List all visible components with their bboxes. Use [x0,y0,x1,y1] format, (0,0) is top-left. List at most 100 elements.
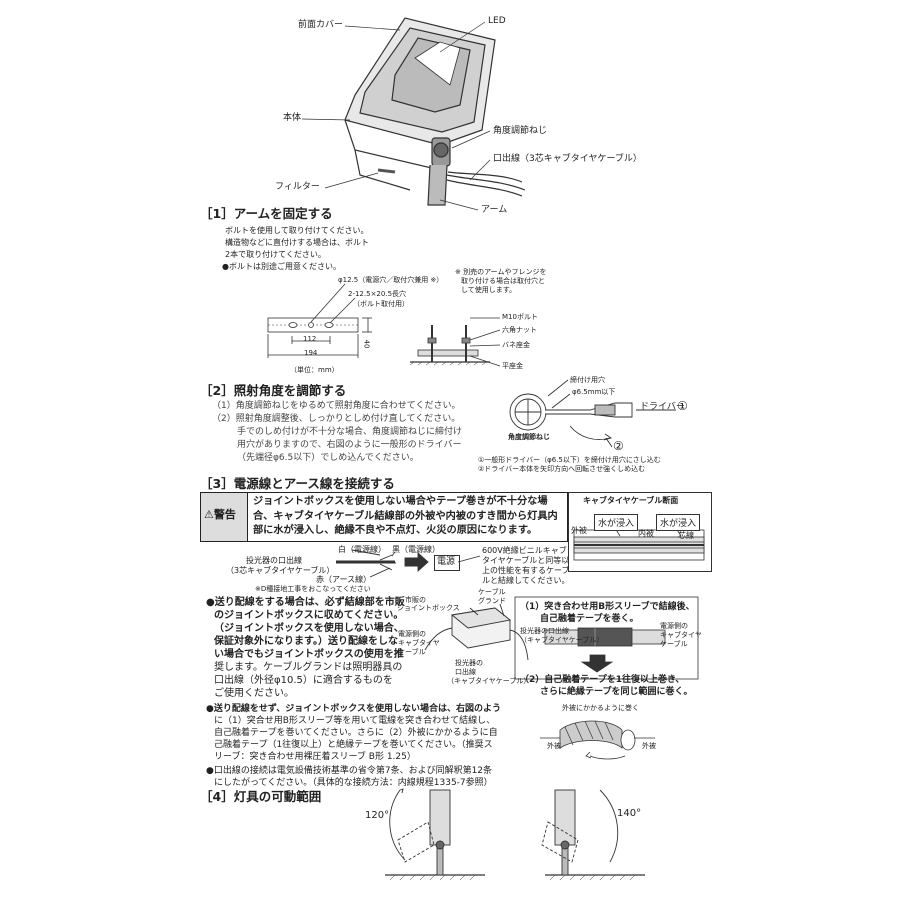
dim-unit: （単位：mm） [290,366,339,374]
wire-fixture: 投光器の口出線 [246,556,302,565]
jbox-gland: ケーブル [478,588,506,596]
section4-title: ［4］灯具の可動範囲 [200,789,322,804]
tape-power2: キャブタイヤ [660,631,702,639]
dim-slot-sub: （ボルト取付用） [353,300,409,308]
wiring-drawing [336,549,481,578]
note-line: して使用します。 [461,286,517,294]
floodlight-drawing [344,17,526,206]
angle-right: 140° [617,808,642,819]
section2-title: ［2］照射角度を調節する [200,383,347,398]
bullet1-line: 奨します。ケーブルグランドは照明器具の [214,662,403,673]
section1-title: ［1］アームを固定する [200,206,333,221]
power-label: 電源 [437,557,456,567]
cable-note: 上の性能を有するケーブ [482,566,570,575]
tape-outer-l: 外被 [547,742,561,750]
warning-text: ジョイントボックスを使用しない場合やテープ巻きが不十分な場合、キャブタイヤケーブ… [253,496,558,536]
label-body: 本体 [283,113,302,123]
cable-water1: 水が浸入 [594,514,639,531]
cable-section-title: キャブタイヤケーブル断面 [583,496,679,505]
floodlight-leaders [301,21,491,211]
wire-red: 赤（アース線） [316,575,372,584]
section1-line: 2本で取り付けてください。 [225,250,326,259]
wire-dwork: ※D種接地工事をおこなってください [255,585,371,593]
bullet1-line: 保証対象外になります。）送り配線をしな [214,636,398,647]
tape-step1: （1）突き合わせ用B形スリーブで結線後、 [520,602,695,612]
section1-line: 構造物などに直付けする場合は、ボルト [225,238,369,247]
jbox-fixture3: （キャブタイヤケーブル） [447,677,531,685]
bullet3-line: にしたがってください。（具体的な接続方法：内線規程1335-7参照） [214,778,493,788]
cable-note: ルと結線してください。 [482,576,570,585]
wire-fixture-sub: （3芯キャブタイヤケーブル） [226,566,335,575]
cable-section-drawing [573,527,705,561]
screwdriver-drawing [509,379,676,448]
tape-step1b: 自己融着テープを巻く。 [540,614,639,624]
sd-note2: ②ドライバー本体を矢印方向へ回転させ強くしめ込む [478,465,646,473]
jbox-box: 市販の [405,596,426,604]
mount-plate-drawing [267,283,372,358]
sd-driver: ドライバー [640,402,685,412]
warning-label: ⚠警告 [204,508,236,521]
label-led: LED [488,16,506,26]
bullet2-line: リーブ：突き合わせ用裸圧着スリーブ B形 1.25） [214,752,416,762]
tape-outer-r: 外被 [642,742,656,750]
label-filter: フィルター [275,182,320,192]
bullet2-line: に（1）突合せ用B形スリーブ等を用いて電線を突き合わせて結線し、 [214,716,496,726]
bullet1-line: （ジョイントボックスを使用しない場合、 [214,623,404,634]
section3-title: ［3］電源線とアース線を接続する [200,476,395,491]
bolt-drawing [409,317,501,367]
sd-n2: ② [613,439,624,453]
sd-n1: ① [677,399,688,413]
cable-inner: 内被 [638,529,654,538]
tape-drawing [514,596,699,760]
warning-label-cell: ⚠警告 [201,493,248,541]
sd-phi: φ6.5mm以下 [572,388,616,396]
bullet1-line: 口出線（外径φ10.5）に適合するものを [214,675,393,686]
label-outlet-cable: 口出線（3芯キャブタイヤケーブル） [493,154,642,164]
bullet1-line: ●送り配線をする場合は、必ず結線部を市販 [206,597,405,608]
range-left-drawing [385,788,485,881]
dim-hole: φ12.5（電源穴／取付穴兼用 ※） [338,276,444,284]
jbox-fixture: 投光器の [455,659,483,667]
dim-40: 40 [362,339,371,349]
bullet2-line: 己融着テープ（1往復以上）と絶縁テープを巻いてください。（推奨ス [214,740,493,750]
junction-box-drawing [424,603,529,661]
jbox-fixture2: 口出線 [455,668,476,676]
dim-112: 112 [303,335,317,343]
tape-step2b: さらに絶縁テープを同じ範囲に巻く。 [540,687,693,697]
wire-black: 黒（電源線） [392,545,440,554]
tape-power3: ケーブル [660,640,688,648]
range-right-drawing [541,789,645,881]
dim-slot: 2-12.5×20.5長穴 [348,290,407,298]
section2-line: （先端径φ6.5以下）でしめ込んでください。 [237,453,419,463]
label-arm: アーム [481,205,508,215]
angle-left: 120° [365,810,390,821]
jbox-gland2: グランド [478,597,506,605]
section1-line: ●ボルトは別途ご用意ください。 [222,262,341,271]
label-angle-screw: 角度調節ねじ [493,126,548,136]
tape-step2: （2）自己融着テープを1往復以上巻き、 [520,675,685,685]
wire-white: 白（電源線） [338,545,386,554]
sd-screw: 角度調節ねじ [508,433,550,441]
note-line: ※ 別売のアームやフレンジを [455,268,547,276]
section2-line: （1）角度調節ねじをゆるめて照射角度に合わせてください。 [212,401,461,411]
sd-note1: ①一般形ドライバー（φ6.5以下）を締付け用穴にさし込む [478,456,661,464]
jbox-box2: ジョイントボックス [397,604,460,612]
section2-line: 用穴がありますので、右図のように一般形のドライバー [237,440,462,450]
tape-fixture2: （キャブタイヤケーブル） [520,636,604,644]
cable-section-frame [568,492,712,572]
cable-water2: 水が浸入 [656,514,701,531]
tape-fixture: 投光器の口出線 [520,627,569,635]
jbox-power3: ケーブル [398,648,426,656]
note-line: 取り付ける場合は取付穴と [461,277,545,285]
section2-line: （2）照射角度調整後、しっかりとしめ付け直してください。 [212,414,461,424]
cable-core: 芯線 [678,531,694,540]
bullet2-line: 自己融着テープを巻いてください。さらに（2）外被にかかるように自 [214,728,498,738]
label-front-cover: 前面カバー [298,20,344,30]
part-nut: 六角ナット [502,326,537,334]
bullet2-line: ●送り配線をせず、ジョイントボックスを使用しない場合は、右図のよう [206,704,501,714]
jbox-power: 電源側の [398,630,426,638]
bullet1-line: のジョイントボックスに収めてください。 [214,610,404,621]
cable-note: タイヤケーブルと同等以 [482,556,570,565]
part-bolt: M10ボルト [502,313,538,321]
